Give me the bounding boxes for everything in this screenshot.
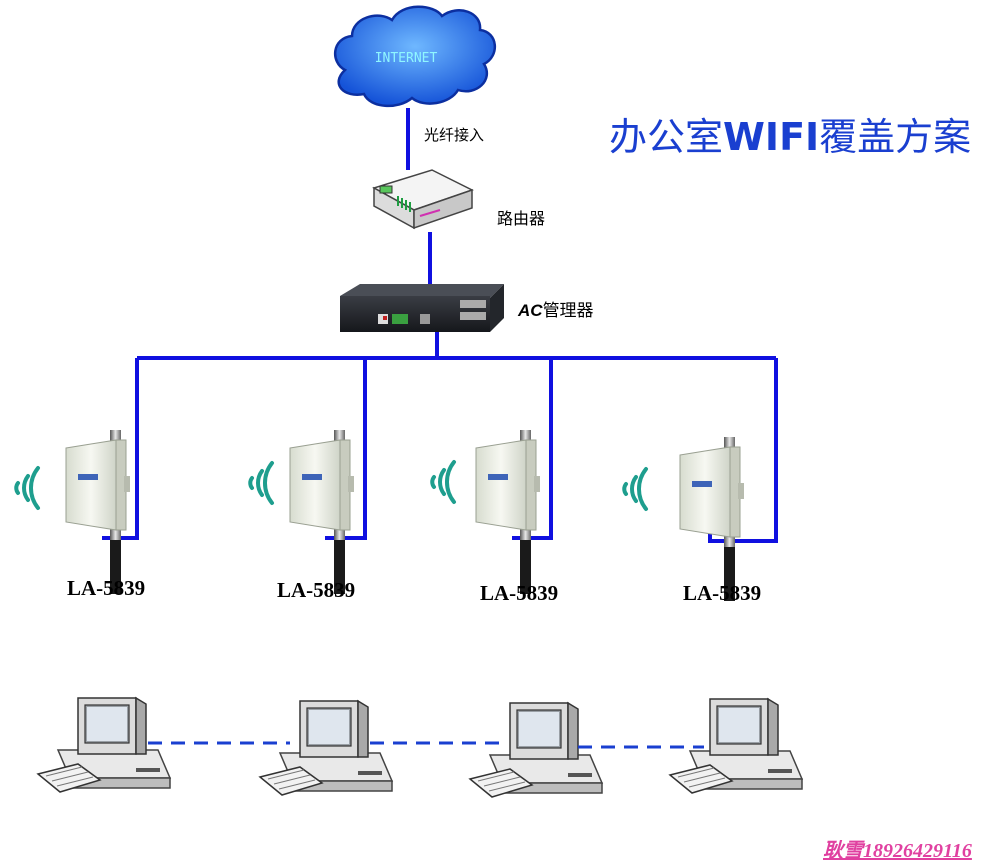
cloud-label: INTERNET [375, 51, 438, 66]
wifi-signal-icon [248, 461, 274, 505]
ac-label-bold: AC [518, 301, 543, 320]
router-label: 路由器 [497, 209, 546, 228]
lan-links [148, 741, 704, 749]
ap-model-label: LA-5839 [683, 581, 762, 605]
title-prefix: 办公室 [609, 115, 724, 159]
ap-model-label: LA-5839 [277, 578, 356, 602]
fiber-access-label: 光纤接入 [424, 126, 485, 144]
ac-controller-icon [340, 284, 504, 332]
wifi-signal-icon [14, 466, 40, 510]
title-bold: WIFI [723, 115, 820, 159]
ac-controller-label: AC管理器 [518, 296, 594, 321]
computer-icon [37, 697, 171, 793]
internet-cloud-icon [334, 5, 496, 107]
computer-icon [469, 702, 603, 798]
access-point-icon [289, 429, 355, 595]
access-point-icon [65, 429, 131, 595]
ap-model-label: LA-5839 [67, 576, 146, 600]
access-point-icon [475, 429, 541, 595]
ap-model-label: LA-5839 [480, 581, 559, 605]
ac-label-rest: 管理器 [542, 301, 594, 321]
title-suffix: 覆盖方案 [819, 115, 972, 159]
router-icon [372, 169, 474, 230]
computer-icon [259, 700, 393, 796]
page-title: 办公室WIFI覆盖方案 [609, 106, 971, 161]
wifi-signal-icon [430, 460, 456, 504]
access-point-icon [679, 436, 745, 602]
computer-icon [669, 698, 803, 794]
contact-link[interactable]: 耿雪18926429116 [823, 840, 972, 862]
wifi-signal-icon [622, 467, 648, 511]
